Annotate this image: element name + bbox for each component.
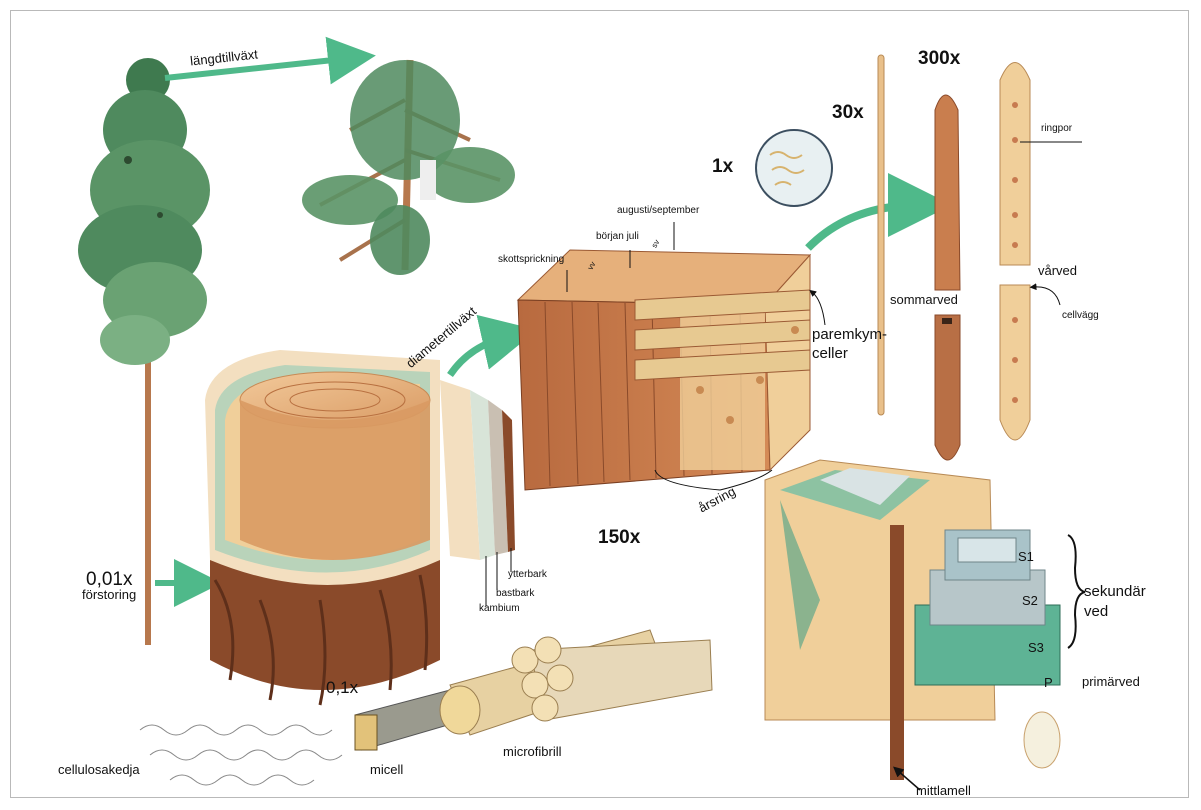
label-augusti-september: augusti/september <box>617 206 699 216</box>
microfibrill-bundle <box>440 630 712 735</box>
label-s3: S3 <box>1028 641 1044 654</box>
label-paremkym: paremkym- <box>812 327 887 342</box>
label-mag-150: 150x <box>598 528 640 547</box>
label-varved: vårved <box>1038 264 1077 277</box>
label-ytterbark: ytterbark <box>508 570 547 580</box>
growth-diameter-arrow <box>450 336 510 375</box>
log-section <box>205 350 515 705</box>
label-ved: ved <box>1084 604 1108 619</box>
pine-branch <box>302 60 515 275</box>
label-primarved: primärved <box>1082 675 1140 688</box>
pine-tree <box>78 58 210 645</box>
label-s1: S1 <box>1018 550 1034 563</box>
label-mag-01: 0,1x <box>326 679 358 696</box>
label-mag-30: 30x <box>832 103 864 122</box>
label-s2: S2 <box>1022 594 1038 607</box>
wood-block <box>518 250 810 490</box>
label-mittlamell: mittlamell <box>916 784 971 797</box>
label-cellulosakedja: cellulosakedja <box>58 763 140 776</box>
label-ringpor: ringpor <box>1041 124 1072 134</box>
label-microfibrill: microfibrill <box>503 745 562 758</box>
label-sekundar: sekundär <box>1084 584 1146 599</box>
fiber-zoom-arrow <box>808 205 920 248</box>
label-borjan-juli: början juli <box>596 232 639 242</box>
label-skottsprickning: skottsprickning <box>498 255 564 265</box>
label-kambium: kambium <box>479 604 520 614</box>
label-forstoring: förstoring <box>82 588 136 601</box>
magnifier-1x <box>756 130 832 206</box>
cellulose-chain <box>140 725 342 785</box>
cell-wall-section <box>765 460 1060 780</box>
label-micell: micell <box>370 763 403 776</box>
label-p: P <box>1044 676 1053 689</box>
label-mag-1: 1x <box>712 157 733 176</box>
fiber-30x <box>878 55 884 415</box>
label-mag-300: 300x <box>918 49 960 68</box>
fiber-300x <box>935 63 1030 461</box>
label-bastbark: bastbark <box>496 589 534 599</box>
label-celler: celler <box>812 346 848 361</box>
label-sommarved: sommarved <box>890 293 958 306</box>
label-cellvagg: cellvägg <box>1062 311 1099 321</box>
